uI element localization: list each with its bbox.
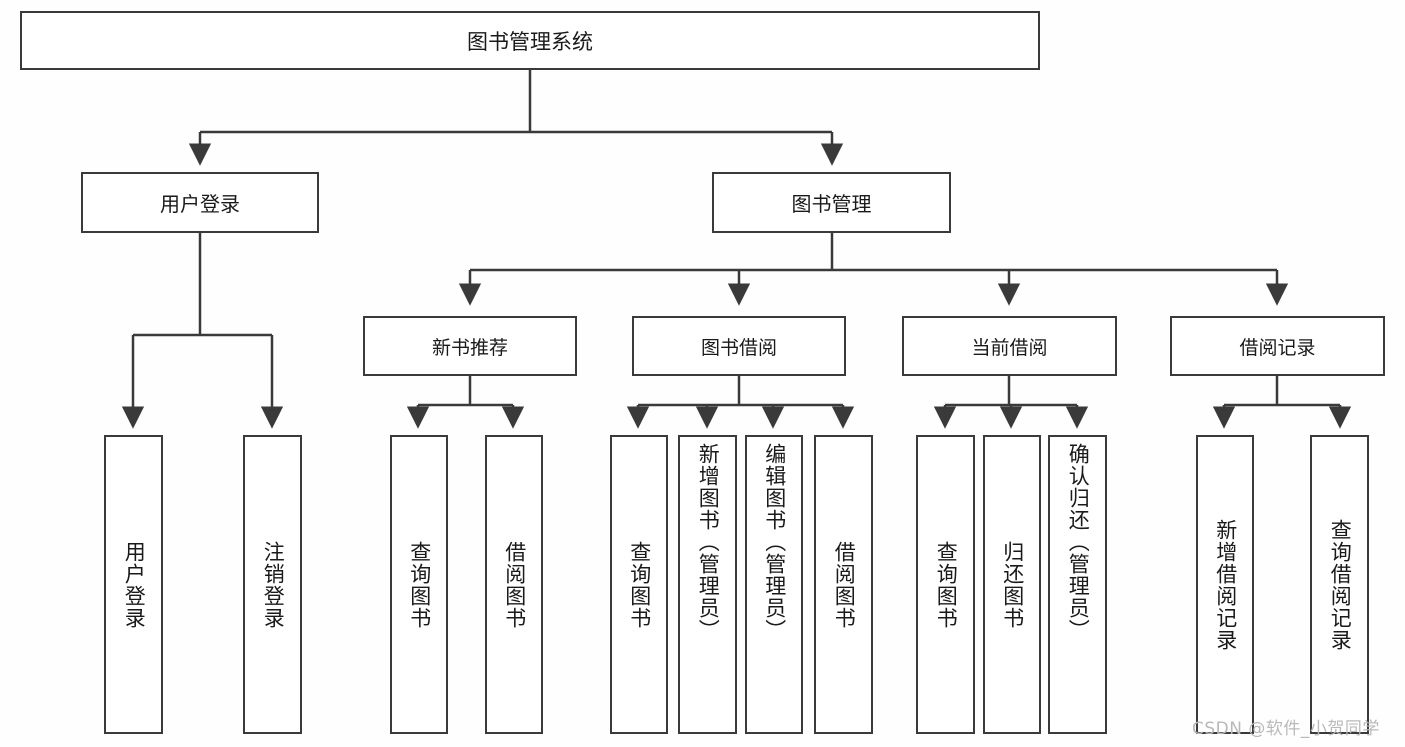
leaf-query-book-1[interactable]: 查询图书 — [390, 435, 448, 734]
node-book-borrow[interactable]: 图书借阅 — [632, 316, 846, 376]
leaf-query-book-3[interactable]: 查询图书 — [916, 435, 975, 734]
leaf-add-record[interactable]: 新增借阅记录 — [1196, 435, 1254, 734]
leaf-add-book-label: 新增图书（管理员） — [696, 443, 721, 641]
leaf-query-record-label: 查询借阅记录 — [1328, 518, 1353, 651]
leaf-edit-book-label: 编辑图书（管理员） — [762, 443, 787, 641]
node-root[interactable]: 图书管理系统 — [20, 11, 1040, 70]
leaf-edit-book[interactable]: 编辑图书（管理员） — [745, 435, 803, 734]
leaf-add-record-label: 新增借阅记录 — [1213, 518, 1238, 651]
leaf-user-logout[interactable]: 注销登录 — [243, 435, 302, 734]
leaf-return-book[interactable]: 归还图书 — [983, 435, 1041, 734]
leaf-query-book-2-label: 查询图书 — [627, 540, 652, 629]
node-user-login[interactable]: 用户登录 — [81, 172, 319, 233]
node-book-management[interactable]: 图书管理 — [712, 172, 951, 233]
leaf-borrow-book-1-label: 借阅图书 — [502, 540, 527, 629]
leaf-confirm-return[interactable]: 确认归还（管理员） — [1048, 435, 1107, 734]
leaf-confirm-return-label: 确认归还（管理员） — [1066, 443, 1091, 641]
leaf-user-login[interactable]: 用户登录 — [104, 435, 163, 734]
leaf-user-login-label: 用户登录 — [122, 540, 147, 629]
leaf-borrow-book-2[interactable]: 借阅图书 — [814, 435, 873, 734]
leaf-borrow-book-1[interactable]: 借阅图书 — [485, 435, 543, 734]
leaf-user-logout-label: 注销登录 — [261, 540, 286, 629]
leaf-return-book-label: 归还图书 — [1000, 540, 1025, 629]
leaf-query-record[interactable]: 查询借阅记录 — [1310, 435, 1369, 734]
node-book-management-label: 图书管理 — [791, 192, 872, 216]
node-new-book-recommend-label: 新书推荐 — [431, 336, 508, 359]
node-current-borrow[interactable]: 当前借阅 — [902, 316, 1117, 376]
watermark: CSDN @软件_小贺同学 — [1192, 719, 1380, 739]
node-borrow-record-label: 借阅记录 — [1239, 336, 1316, 359]
node-root-label: 图书管理系统 — [467, 29, 593, 54]
leaf-query-book-2[interactable]: 查询图书 — [610, 435, 668, 734]
node-borrow-record[interactable]: 借阅记录 — [1170, 316, 1385, 376]
node-new-book-recommend[interactable]: 新书推荐 — [363, 316, 577, 376]
leaf-add-book[interactable]: 新增图书（管理员） — [678, 435, 737, 734]
leaf-borrow-book-2-label: 借阅图书 — [832, 540, 857, 629]
leaf-query-book-1-label: 查询图书 — [407, 540, 432, 629]
node-book-borrow-label: 图书借阅 — [700, 336, 777, 359]
leaf-query-book-3-label: 查询图书 — [934, 540, 959, 629]
node-current-borrow-label: 当前借阅 — [971, 336, 1048, 359]
node-user-login-label: 用户登录 — [160, 192, 240, 216]
